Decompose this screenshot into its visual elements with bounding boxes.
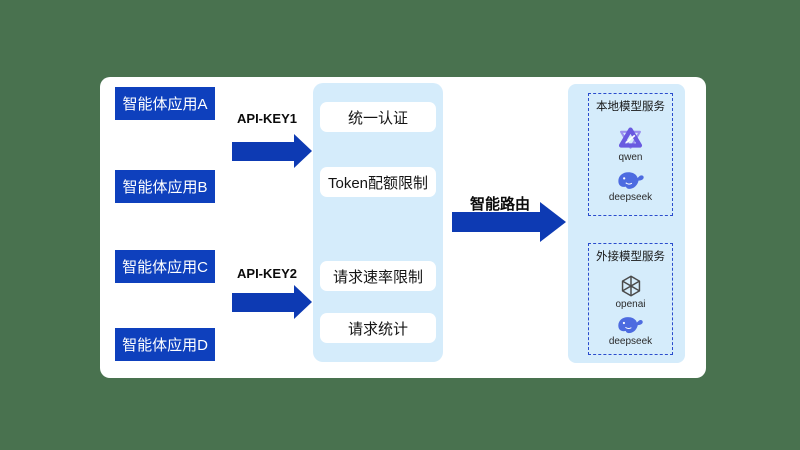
- smart-routing-label: 智能路由: [469, 196, 530, 213]
- model-deepseek-external: deepseek: [609, 315, 652, 347]
- deepseek-icon: [617, 172, 644, 189]
- agent-box-a: 智能体应用A: [115, 87, 215, 120]
- model-name-label: qwen: [618, 152, 643, 163]
- arrow-routing-shaft: [452, 212, 540, 232]
- arrow-apikey1-shaft: [232, 142, 294, 161]
- api-key2-label: API-KEY2: [237, 266, 297, 281]
- model-name-label: deepseek: [608, 192, 653, 203]
- model-deepseek-local: deepseek: [609, 170, 652, 203]
- arrow-apikey2-shaft: [232, 293, 294, 312]
- api-key1-label: API-KEY1: [237, 111, 297, 126]
- gateway-feature-rate-limit: 请求速率限制: [320, 261, 436, 291]
- model-qwen: qwen: [617, 126, 644, 163]
- openai-icon: [621, 275, 640, 297]
- model-openai: openai: [615, 273, 646, 310]
- agent-box-d: 智能体应用D: [115, 328, 215, 361]
- model-services-panel: [568, 84, 685, 363]
- agent-box-c: 智能体应用C: [115, 250, 215, 283]
- arrow-routing-head-icon: [540, 202, 566, 242]
- external-model-service-title: 外接模型服务: [596, 251, 665, 263]
- agent-box-b: 智能体应用B: [115, 170, 215, 203]
- gateway-feature-token-quota: Token配额限制: [320, 167, 436, 197]
- model-name-label: openai: [615, 299, 646, 310]
- local-model-service-title: 本地模型服务: [596, 101, 665, 113]
- gateway-feature-stats: 请求统计: [320, 313, 436, 343]
- local-model-service-group: 本地模型服务 qwen deepseek: [588, 93, 673, 216]
- deepseek-icon: [618, 317, 643, 334]
- gateway-feature-auth: 统一认证: [320, 102, 436, 132]
- arrow-apikey1-head-icon: [294, 134, 312, 168]
- qwen-icon: [618, 127, 643, 149]
- model-name-label: deepseek: [608, 336, 653, 347]
- external-model-service-group: 外接模型服务 openai deepseek: [588, 243, 673, 355]
- arrow-apikey2-head-icon: [294, 285, 312, 319]
